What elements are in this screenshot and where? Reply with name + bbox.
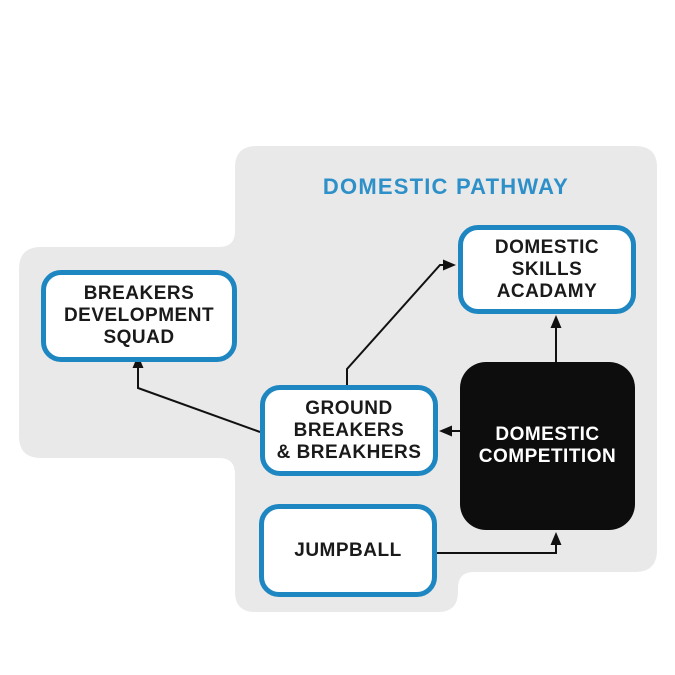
node-label: JUMPBALL [294, 540, 401, 562]
label-line: GROUND [305, 397, 393, 419]
edge-ground-breakers-to-domestic-skills-acadamy [346, 259, 456, 386]
label-line: JUMPBALL [294, 539, 402, 561]
label-line: BREAKERS [83, 283, 195, 304]
node-label: DOMESTIC COMPETITION [479, 424, 616, 468]
node-label: GROUND BREAKERS & BREAKHERS [277, 398, 422, 464]
node-label: BREAKERS DEVELOPMENT SQUAD [64, 283, 214, 349]
node-jumpball: JUMPBALL [259, 504, 437, 597]
label-line: DEVELOPMENT [63, 305, 215, 326]
edge-jumpball-to-domestic-competition [437, 532, 562, 554]
edge-domestic-competition-to-ground-breakers [439, 425, 460, 437]
label-line: COMPETITION [478, 446, 617, 467]
label-line: BREAKERS [293, 419, 405, 441]
node-label: DOMESTIC SKILLS ACADAMY [495, 237, 599, 303]
label-line: & BREAKHERS [276, 441, 422, 463]
diagram-title: DOMESTIC PATHWAY [322, 174, 570, 199]
node-domestic-skills-acadamy: DOMESTIC SKILLS ACADAMY [458, 225, 636, 314]
edge-domestic-competition-to-domestic-skills-acadamy [550, 315, 562, 363]
label-line: DOMESTIC [494, 236, 600, 258]
node-domestic-competition: DOMESTIC COMPETITION [460, 362, 635, 530]
label-line: ACADAMY [496, 280, 598, 302]
label-line: SQUAD [103, 327, 175, 348]
label-line: DOMESTIC [495, 424, 600, 445]
node-ground-breakers: GROUND BREAKERS & BREAKHERS [260, 385, 438, 476]
label-line: SKILLS [511, 258, 583, 280]
node-breakers-development-squad: BREAKERS DEVELOPMENT SQUAD [41, 270, 237, 362]
